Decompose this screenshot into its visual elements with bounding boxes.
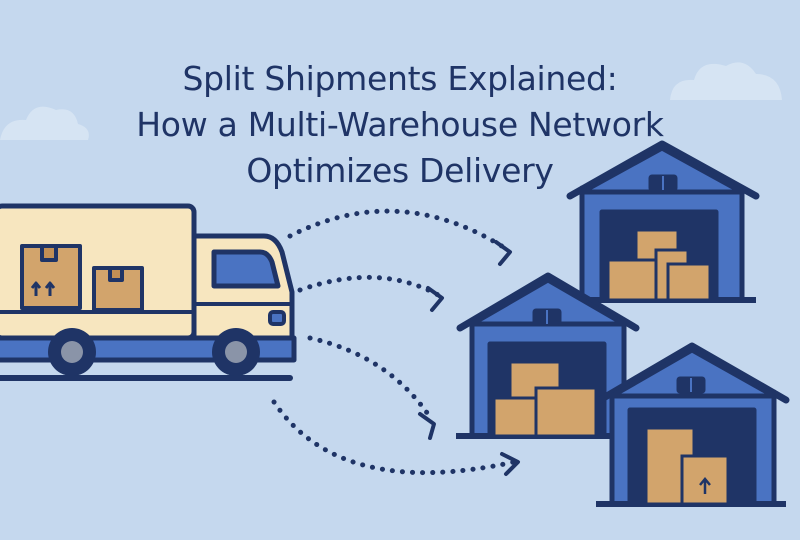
- dotted-arrow-icon: [271, 399, 517, 476]
- arrowhead-icon: [426, 286, 444, 312]
- truck-wheel: [212, 328, 260, 376]
- headline-line-3: Optimizes Delivery: [246, 151, 554, 191]
- headline-title: Split Shipments Explained: How a Multi-W…: [0, 56, 800, 194]
- arrowhead-icon: [418, 412, 436, 440]
- package-box-icon: [20, 244, 82, 310]
- arrowhead-icon: [494, 240, 512, 266]
- cloud-icon: [0, 106, 89, 140]
- arrowhead-icon: [500, 452, 520, 476]
- package-box-icon: [644, 426, 730, 506]
- package-box-icon: [92, 266, 144, 312]
- package-box-icon: [606, 228, 712, 302]
- headline-line-2: How a Multi-Warehouse Network: [136, 105, 664, 145]
- dotted-arrow-icon: [297, 274, 443, 299]
- cloud-icon: [670, 62, 782, 100]
- truck-wheel: [48, 328, 96, 376]
- package-box-icon: [492, 360, 598, 438]
- headline-line-1: Split Shipments Explained:: [182, 59, 618, 99]
- dotted-arrow-icon: [287, 208, 511, 253]
- dotted-arrow-icon: [307, 335, 435, 423]
